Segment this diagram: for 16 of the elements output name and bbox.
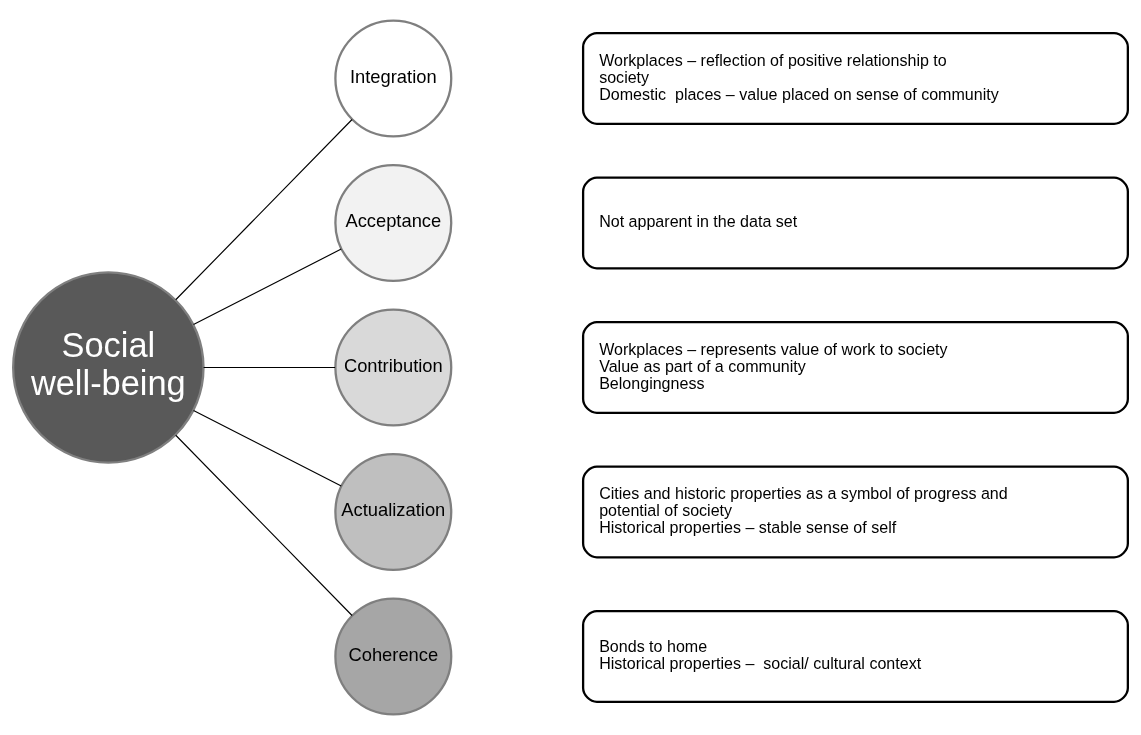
- node-box: Not apparent in the data set: [581, 176, 1129, 270]
- node-box: Workplaces – represents value of work to society Value as part of a community Belongingness: [581, 321, 1129, 414]
- node-circle: Social well-being: [12, 271, 205, 464]
- connector: [192, 248, 342, 326]
- node-box: Cities and historic properties as a symbol of progress and potential of society Historical properties – stable sense of self: [581, 465, 1129, 559]
- connector: [175, 118, 353, 301]
- node-circle: Coherence: [334, 597, 453, 716]
- node-circle: Contribution: [334, 308, 453, 427]
- connector: [203, 366, 336, 369]
- node-box: Workplaces – reflection of positive relationship to society Domestic places – value placed on sense of community: [581, 32, 1129, 125]
- node-box: Bonds to home Historical properties – social/ cultural context: [581, 610, 1129, 703]
- node-circle: Actualization: [334, 452, 453, 572]
- connector: [175, 434, 353, 617]
- node-circle: Acceptance: [334, 163, 453, 283]
- node-circle: Integration: [334, 19, 453, 138]
- connector: [192, 409, 342, 487]
